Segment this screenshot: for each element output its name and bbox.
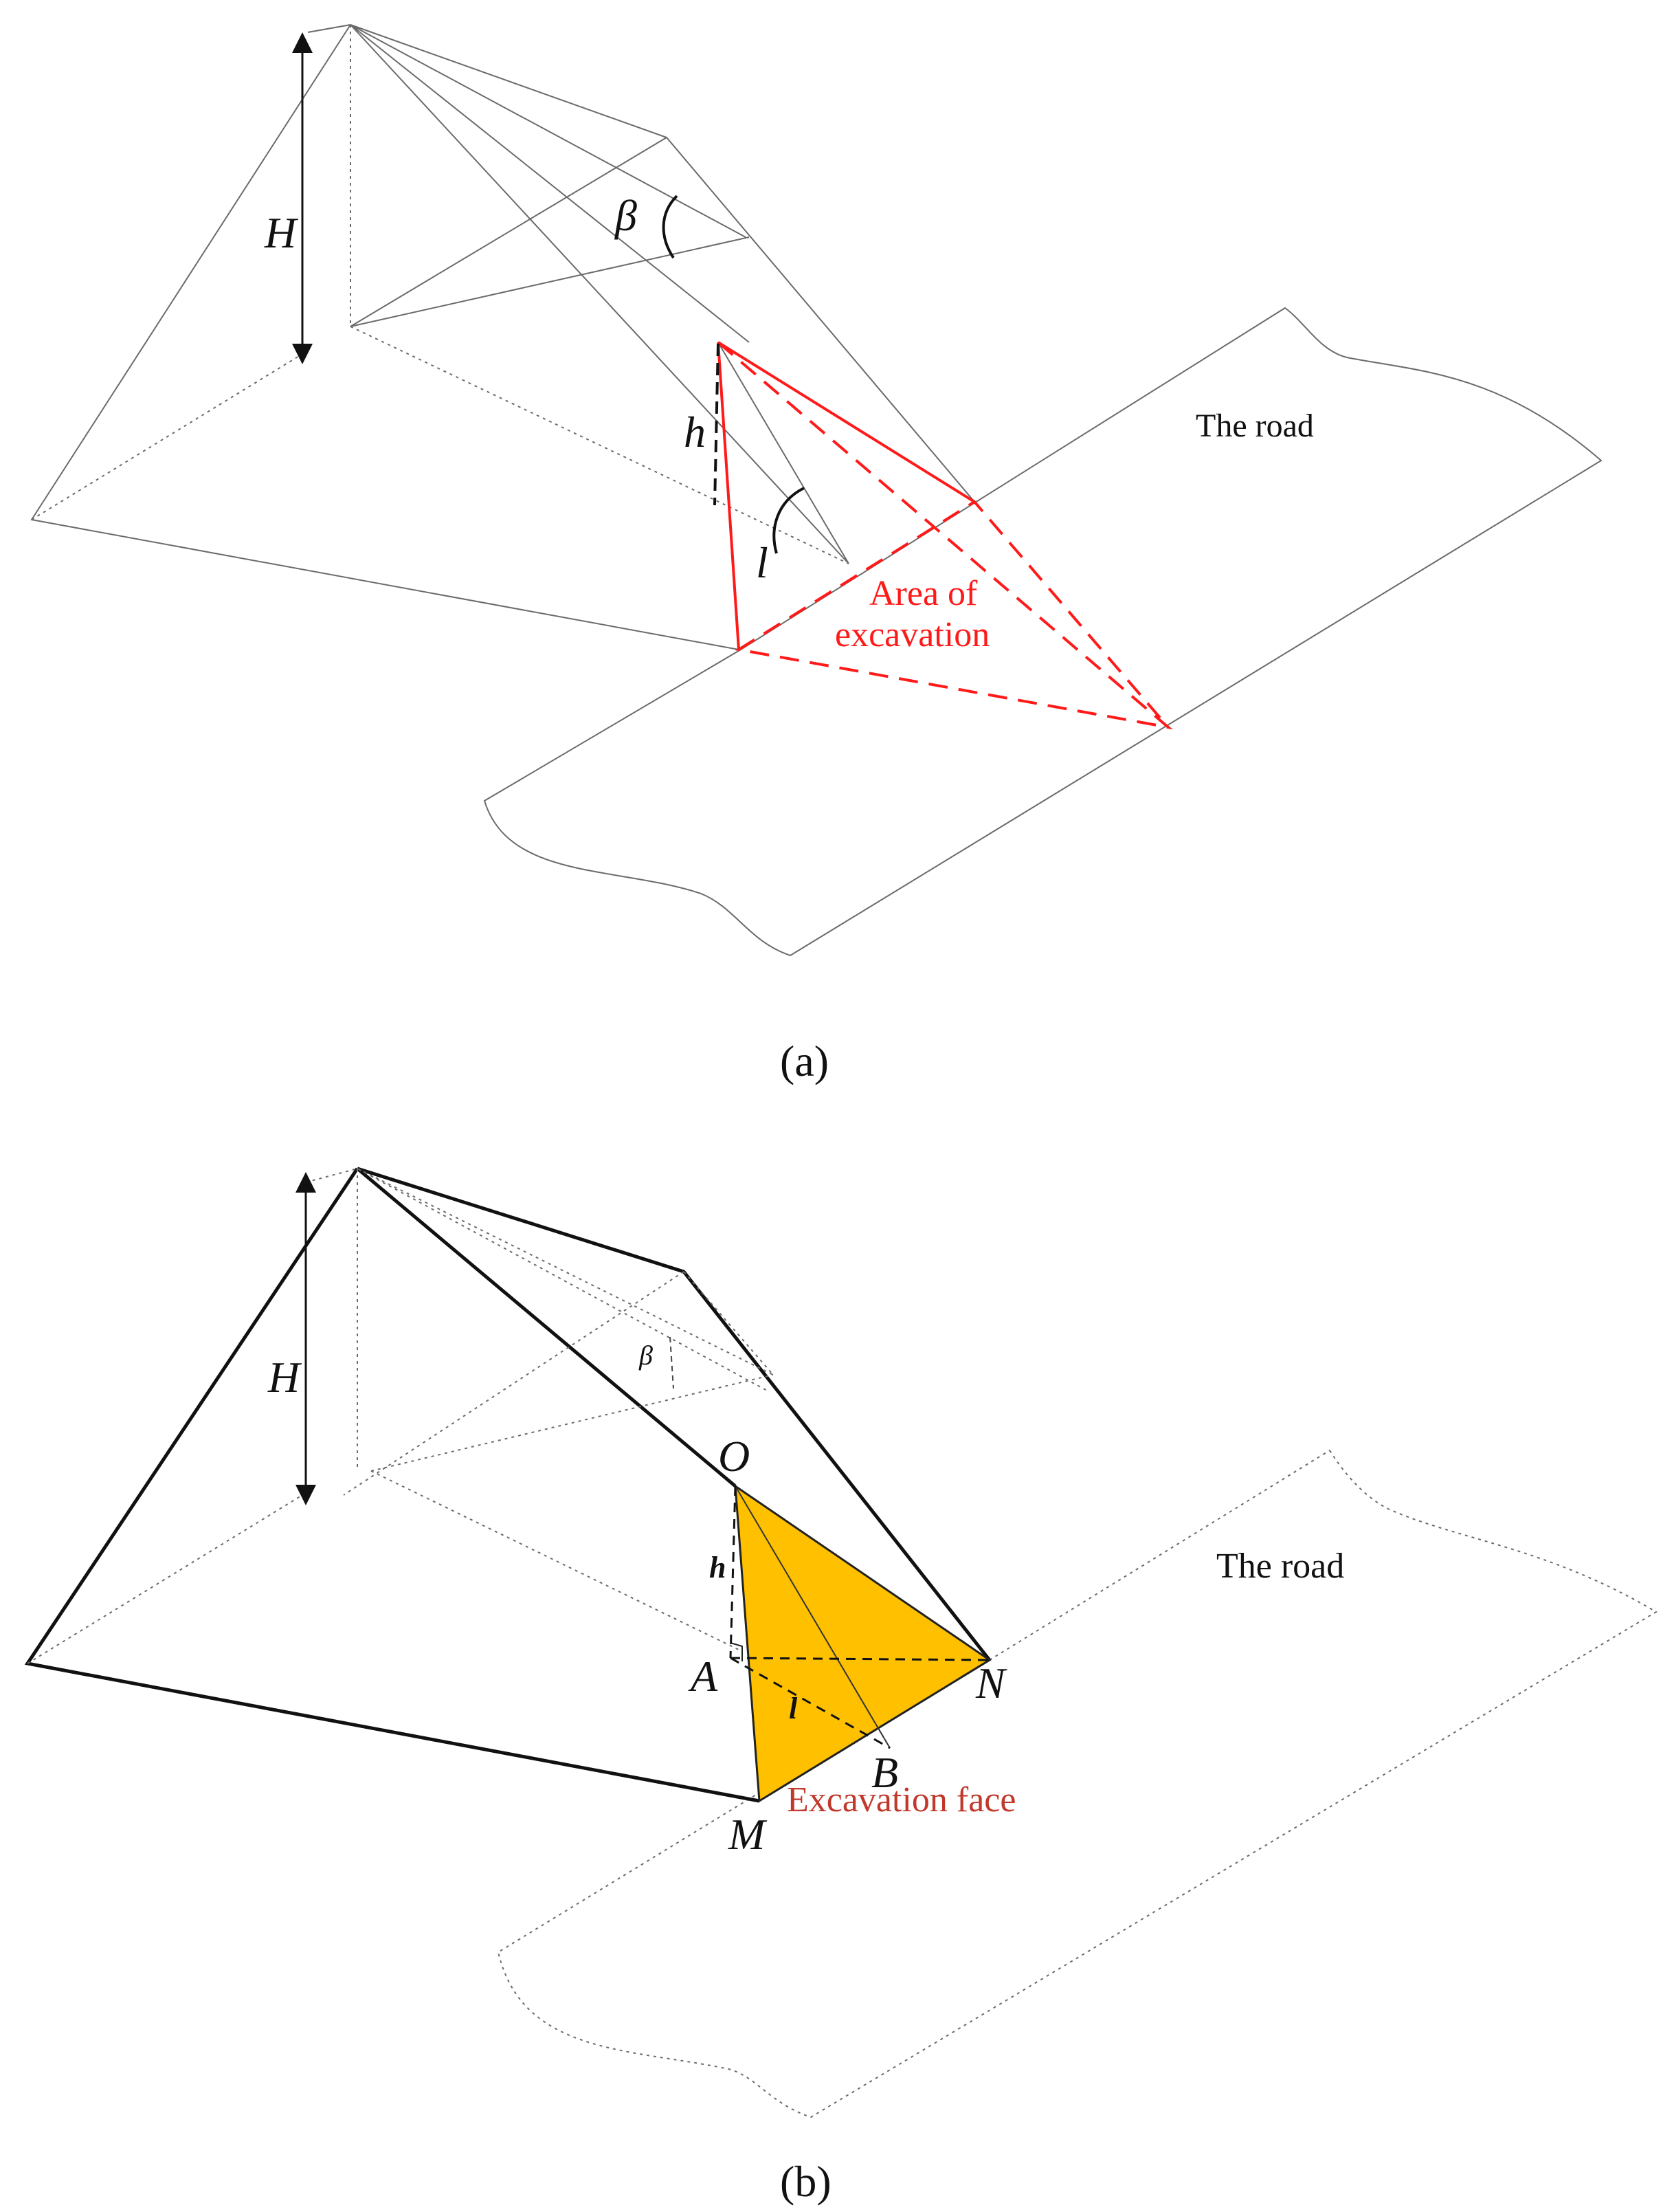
panel-a: H β h l The road Area of excavation (a) <box>30 24 1603 1085</box>
label-N-b: N <box>975 1659 1007 1707</box>
face-inner-lines-b <box>735 1485 891 1749</box>
road-top-edge-b <box>989 1450 1330 1661</box>
slope-hidden-lines-a <box>31 25 849 564</box>
label-M-b: M <box>728 1810 768 1859</box>
excavation-dashed-a <box>717 341 1173 730</box>
label-O-b: O <box>718 1432 750 1481</box>
label-h-b: h <box>709 1551 726 1584</box>
slope-inner-lines-a <box>350 24 849 564</box>
h-l-dashed-b <box>729 1485 990 1749</box>
label-H-b: H <box>267 1353 302 1402</box>
label-l-b: l <box>789 1692 798 1725</box>
label-B-b: B <box>871 1748 898 1797</box>
road-label-a: The road <box>1196 408 1314 444</box>
label-h-a: h <box>684 408 706 456</box>
caption-b: (b) <box>780 2157 832 2206</box>
caption-a: (a) <box>780 1037 829 1085</box>
beta-mark-b <box>669 1336 674 1389</box>
l-arc-a <box>772 487 805 554</box>
excavation-solid-a <box>717 341 976 650</box>
excavation-label-line1-a: Area of <box>869 574 978 613</box>
excavation-label-line2-a: excavation <box>835 615 990 654</box>
label-beta-b: β <box>638 1340 653 1371</box>
road-label-b: The road <box>1216 1547 1344 1586</box>
road-outline-b <box>497 1450 1658 2119</box>
excavation-face-label-b: Excavation face <box>787 1780 1016 1820</box>
slope-outline-a <box>30 24 975 650</box>
label-l-a: l <box>756 538 768 587</box>
label-A-b: A <box>688 1652 718 1701</box>
beta-arc-a <box>662 195 678 259</box>
label-H-a: H <box>264 208 299 257</box>
road-outline-a <box>483 307 1603 957</box>
right-angle-mark-b <box>730 1642 743 1661</box>
h-dashed-a <box>713 343 719 506</box>
label-beta-a: β <box>614 191 637 240</box>
excavation-face-b <box>734 1483 992 1803</box>
panel-b: H β O h A l B N M Excavation face The ro… <box>24 1166 1658 2206</box>
